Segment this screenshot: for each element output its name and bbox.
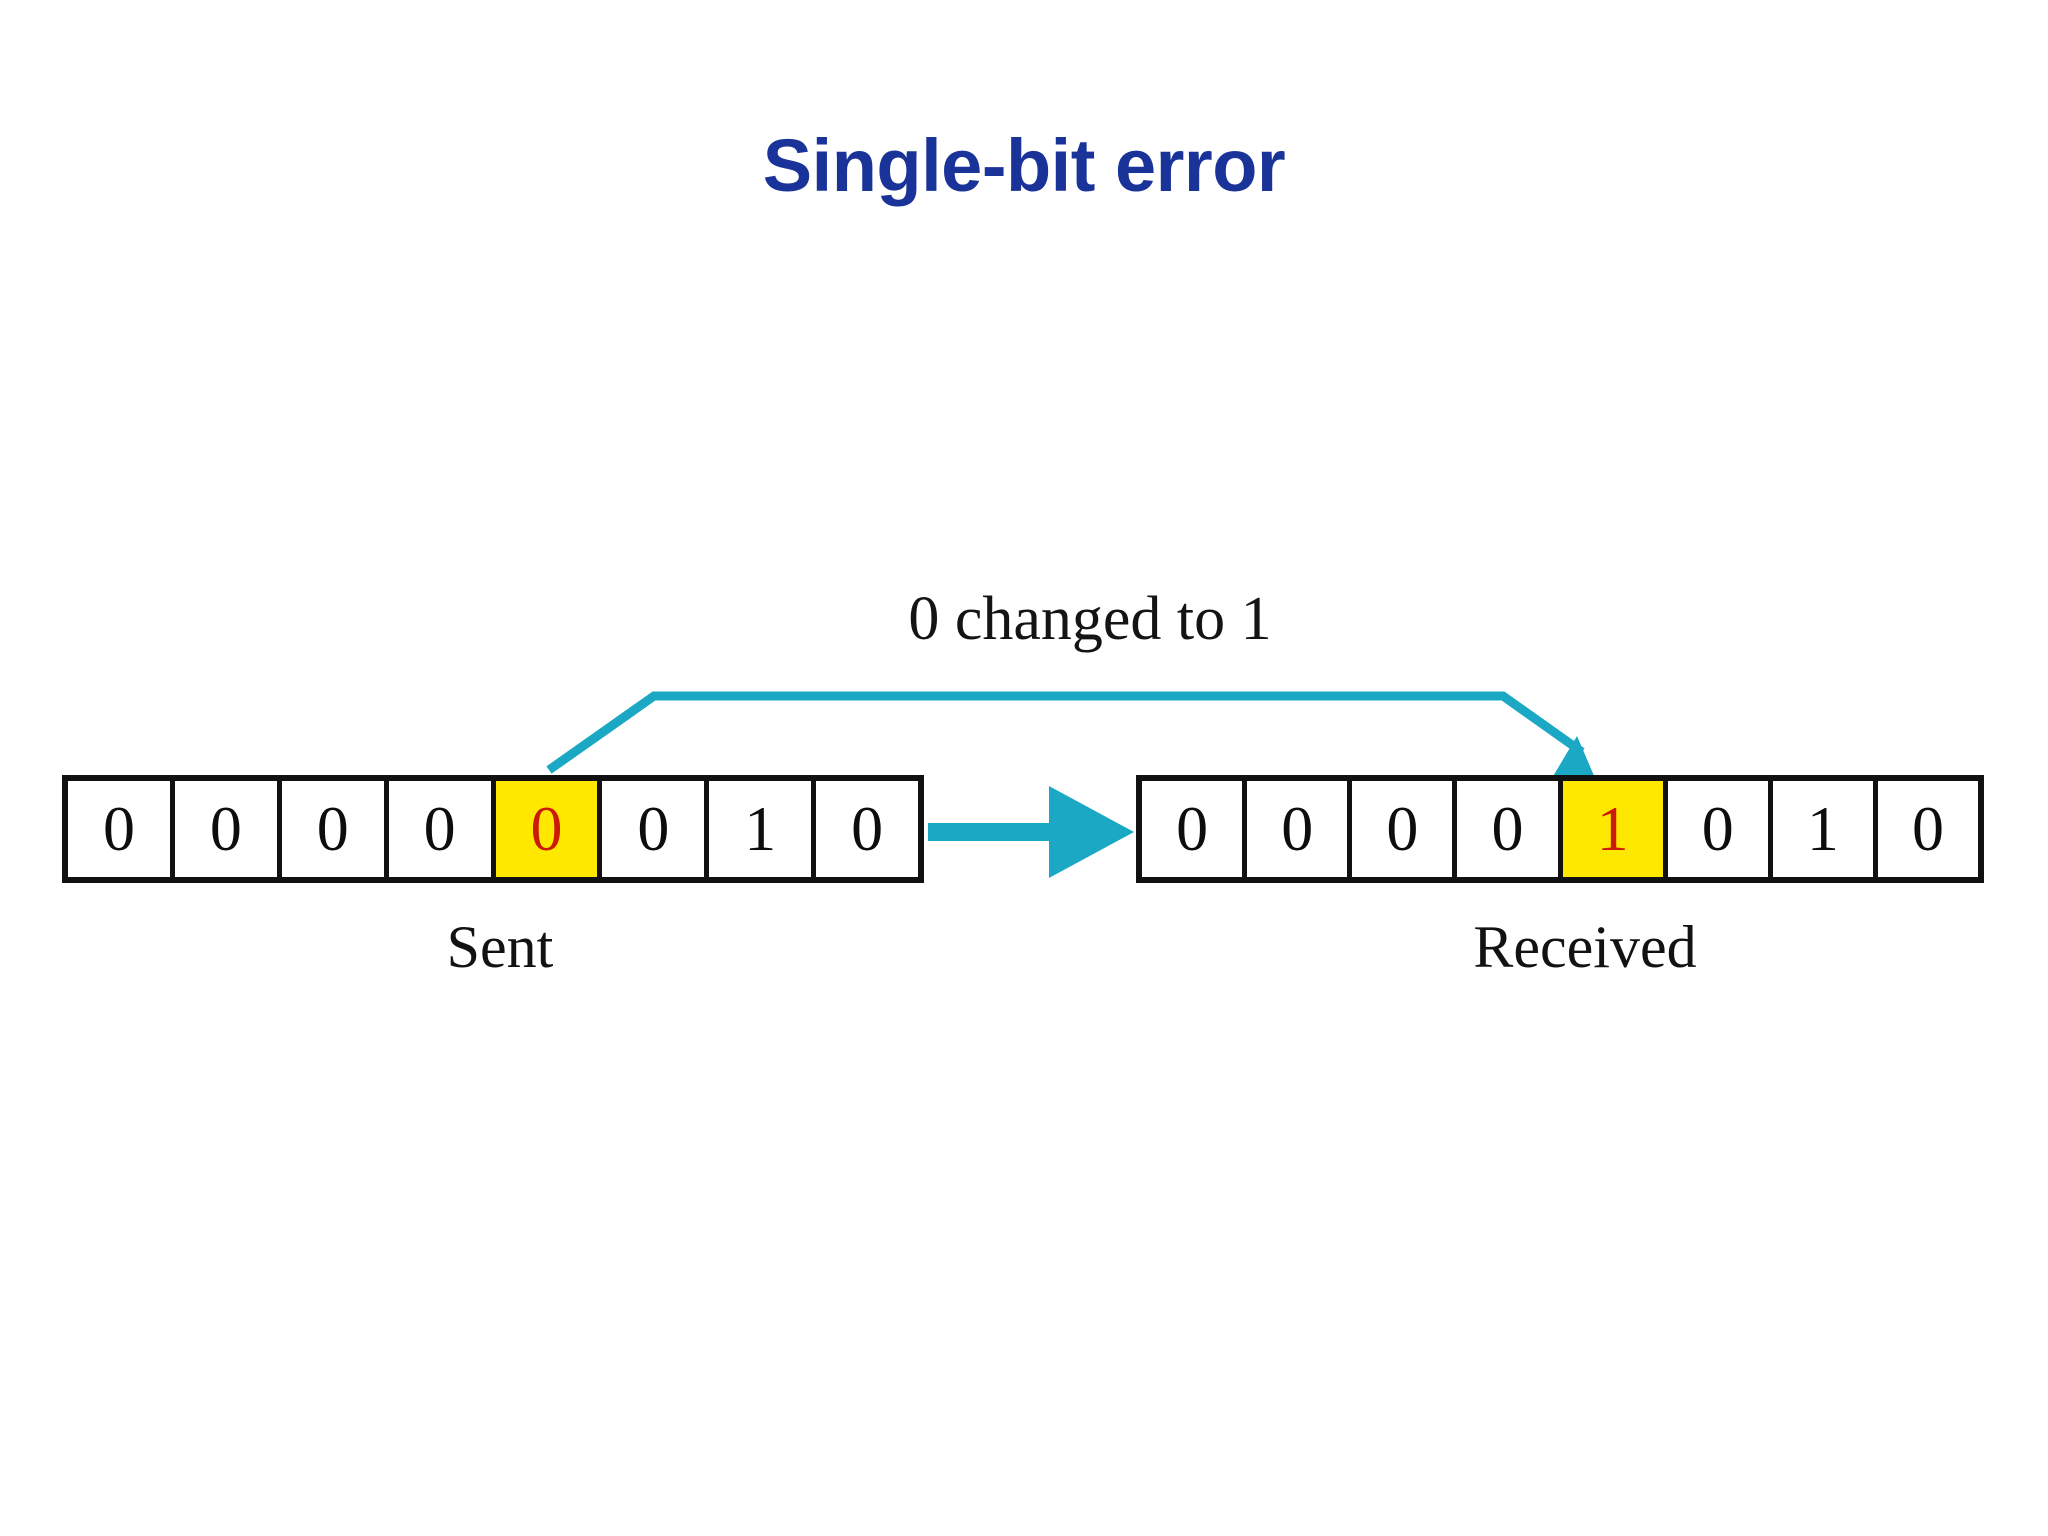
page-title: Single-bit error [762, 124, 1286, 207]
sent-bit-cell-0: 0 [68, 781, 175, 877]
sent-bit-cell-7: 0 [816, 781, 918, 877]
sent-bit-cell-2: 0 [281, 781, 389, 877]
received-bit-cell-5: 0 [1667, 781, 1773, 877]
received-bit-cell-1: 0 [1247, 781, 1353, 877]
sent-bit-cell-4-flagged: 0 [495, 781, 603, 877]
sent-bit-frame: 0 0 0 0 0 0 1 0 [62, 775, 924, 883]
received-bit-cell-4-flagged: 1 [1562, 781, 1668, 877]
sent-frame-label: Sent [446, 914, 554, 980]
sent-bit-cell-3: 0 [388, 781, 496, 877]
received-bit-cell-3: 0 [1457, 781, 1563, 877]
sent-bit-cell-5: 0 [602, 781, 710, 877]
received-frame-label: Received [1473, 914, 1697, 980]
bit-change-caption: 0 changed to 1 [908, 585, 1272, 653]
transmission-arrowhead [1049, 786, 1134, 878]
received-bit-frame: 0 0 0 0 1 0 1 0 [1136, 775, 1984, 883]
received-bit-cell-2: 0 [1352, 781, 1458, 877]
bit-flip-arrowhead [1552, 736, 1595, 778]
received-bit-cell-7: 0 [1877, 781, 1978, 877]
bit-flip-connector-line [546, 691, 1585, 774]
received-bit-cell-6: 1 [1772, 781, 1878, 877]
sent-bit-cell-1: 0 [174, 781, 282, 877]
sent-bit-cell-6: 1 [709, 781, 817, 877]
received-bit-cell-0: 0 [1142, 781, 1248, 877]
